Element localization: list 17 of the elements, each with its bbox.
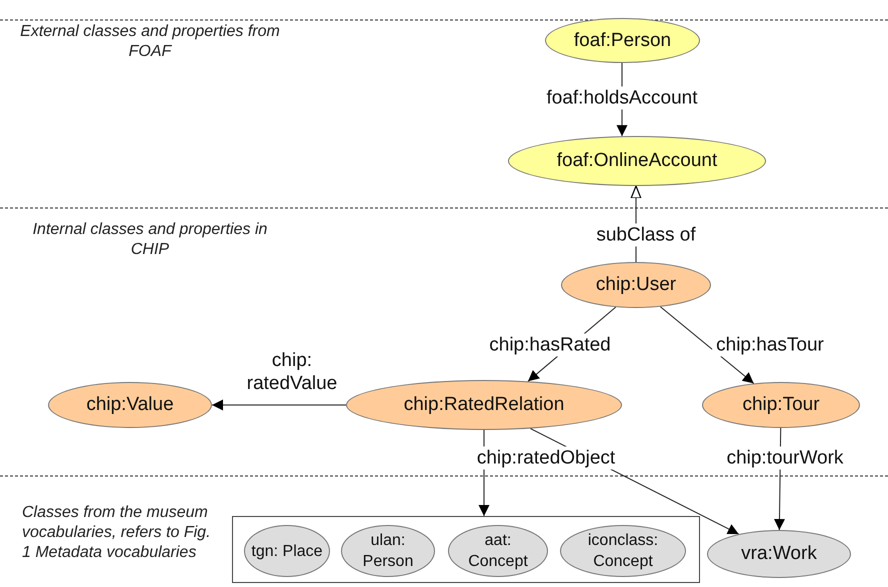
class-label: iconclass: Concept	[586, 531, 660, 572]
class-label: aat: Concept	[467, 531, 529, 572]
section-note: Classes from the museum vocabularies, refers to Fig. 1 Metadata vocabularies	[22, 503, 212, 563]
arrow	[212, 400, 346, 410]
group-box	[232, 516, 700, 583]
section-note: Internal classes and properties in CHIP	[32, 220, 268, 260]
class-label: ulan: Person	[362, 531, 414, 572]
arrow	[660, 306, 754, 384]
class-label: tgn: Place	[250, 542, 324, 562]
class-label: chip:Tour	[741, 394, 821, 416]
section-note: External classes and properties from FOAF	[20, 22, 280, 62]
class-label: chip:RatedRelation	[402, 394, 566, 416]
class-label: chip:User	[594, 274, 678, 296]
class-label: vra:Work	[740, 543, 818, 565]
class-label: chip:Value	[85, 394, 175, 416]
class-label: foaf:OnlineAccount	[556, 150, 718, 172]
class-label: foaf:Person	[572, 30, 672, 52]
